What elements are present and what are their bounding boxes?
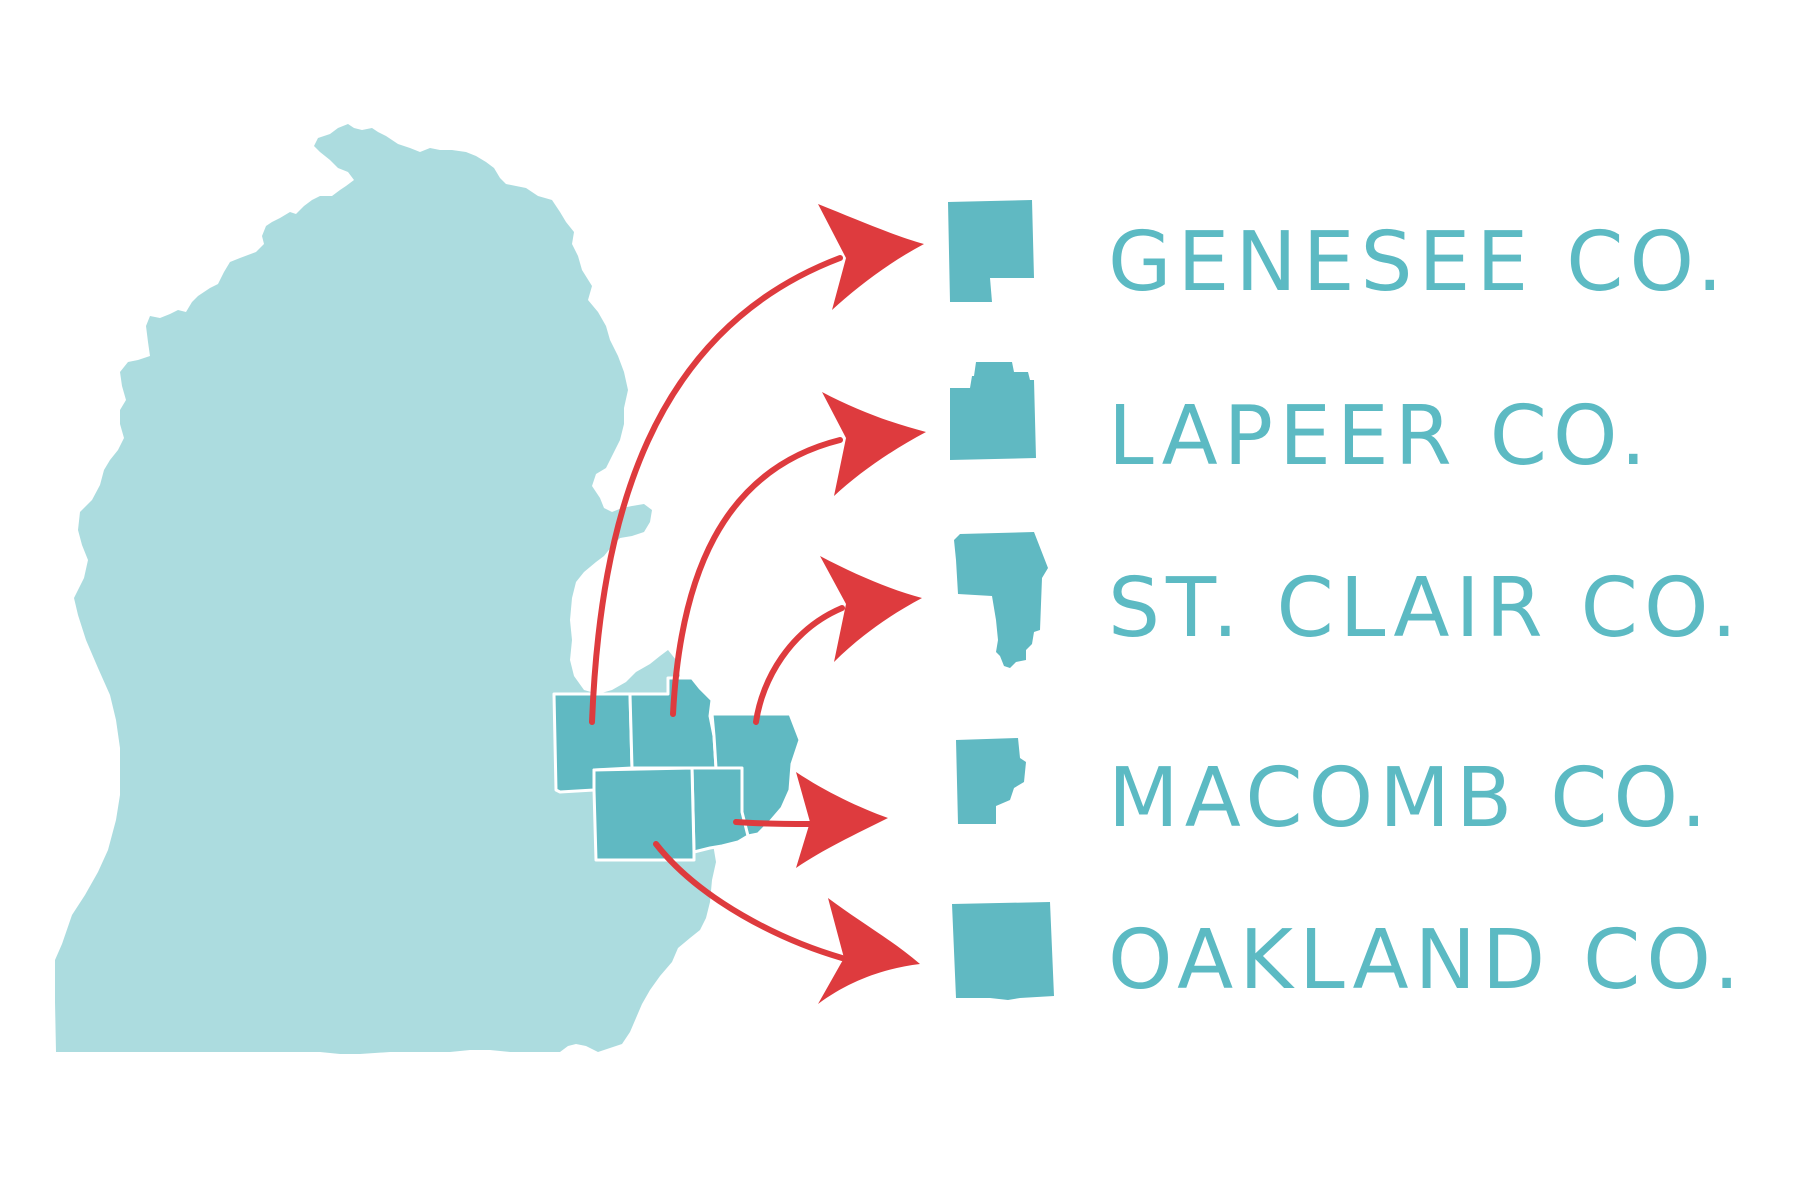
arrowhead-oakland	[818, 898, 920, 1004]
arrow-to-st-clair	[753, 605, 845, 725]
st-clair-county-shape-icon	[954, 532, 1048, 668]
county-label-macomb: MACOMB CO.	[1108, 751, 1713, 846]
genesee-county-shape-icon	[948, 200, 1034, 302]
oakland-county-shape-icon	[952, 902, 1054, 1000]
county-label-lapeer: LAPEER CO.	[1108, 389, 1652, 484]
arrow-to-genesee	[589, 255, 843, 725]
arrow-to-macomb	[733, 819, 813, 827]
macomb-county-on-map	[690, 766, 750, 854]
arrowhead-macomb	[796, 772, 888, 868]
arrowhead-st-clair	[820, 556, 922, 662]
lapeer-county-shape-icon	[950, 362, 1036, 460]
county-icons	[948, 200, 1054, 1000]
arrowheads-group	[796, 204, 926, 1004]
michigan-lower-peninsula-shape	[55, 124, 716, 1054]
county-label-oakland: OAKLAND CO.	[1108, 913, 1746, 1008]
arrow-to-lapeer	[670, 437, 843, 717]
county-labels: GENESEE CO. LAPEER CO. ST. CLAIR CO. MAC…	[1108, 215, 1746, 1008]
county-label-st-clair: ST. CLAIR CO.	[1108, 561, 1743, 656]
arrow-to-oakland	[653, 841, 845, 961]
oakland-county-on-map	[592, 766, 696, 862]
arrowhead-lapeer	[822, 392, 926, 496]
highlighted-counties-cluster	[552, 676, 802, 862]
macomb-county-shape-icon	[956, 738, 1026, 824]
arrowhead-genesee	[818, 204, 924, 310]
county-label-genesee: GENESEE CO.	[1108, 215, 1729, 310]
arrows-group	[589, 255, 845, 961]
